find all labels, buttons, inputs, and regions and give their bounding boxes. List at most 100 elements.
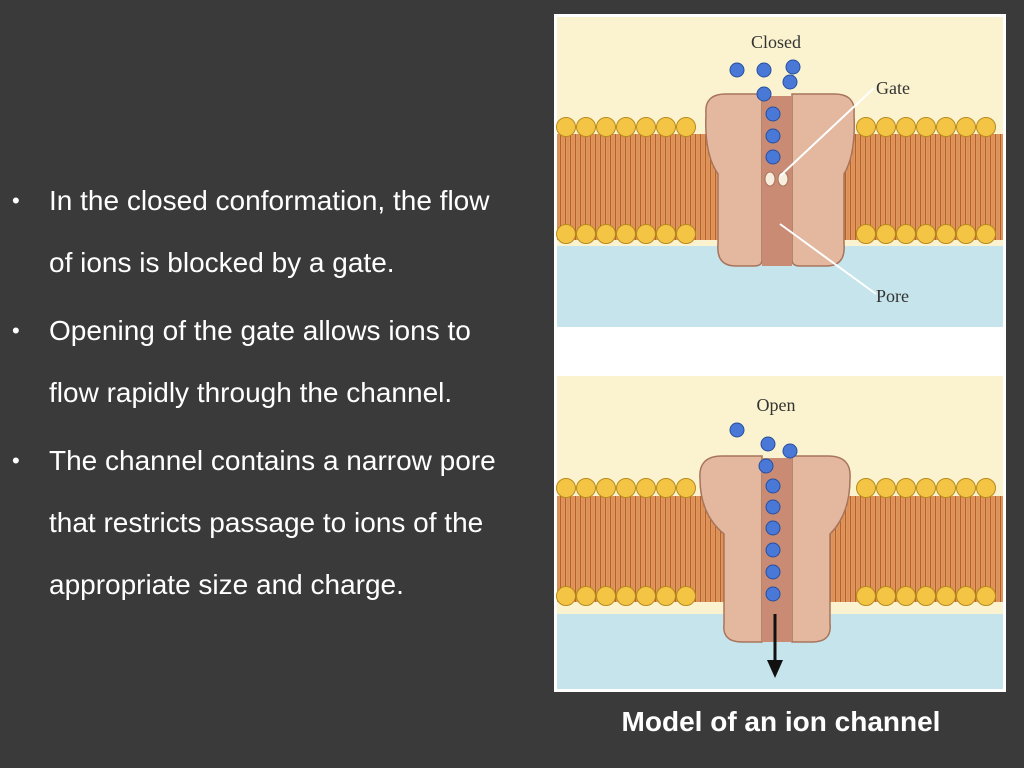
lipid-head — [636, 586, 656, 606]
lipid-head — [956, 117, 976, 137]
lipid-head — [556, 478, 576, 498]
lipid-head — [856, 478, 876, 498]
lipid-head — [976, 478, 996, 498]
open-title: Open — [757, 395, 796, 415]
lipid-head — [616, 117, 636, 137]
ion — [760, 436, 776, 452]
lipid-head — [876, 586, 896, 606]
lipid-head — [916, 117, 936, 137]
lipid-head — [876, 478, 896, 498]
lipid-head — [856, 224, 876, 244]
closed-channel-right — [791, 93, 856, 267]
lipid-head — [616, 586, 636, 606]
lipid-head — [576, 478, 596, 498]
lipid-head — [936, 224, 956, 244]
lipid-head — [896, 586, 916, 606]
lipid-head — [916, 586, 936, 606]
open-panel: Open — [556, 376, 1003, 689]
lipid-head — [636, 224, 656, 244]
bullet-dot-icon: • — [12, 188, 20, 213]
open-channel-right — [791, 455, 851, 643]
bullet-text: In the closed conformation, the flow of … — [49, 185, 490, 278]
lipid-head — [676, 117, 696, 137]
lipid-head — [636, 117, 656, 137]
ion — [785, 59, 801, 75]
lipid-head — [956, 478, 976, 498]
lipid-head — [576, 586, 596, 606]
bullet-item-pore: • The channel contains a narrow pore tha… — [8, 430, 508, 616]
lipid-head — [656, 586, 676, 606]
closed-panel: Closed Gate Pore — [556, 17, 1003, 327]
lipid-head — [676, 224, 696, 244]
ion — [765, 478, 781, 494]
lipid-head — [896, 478, 916, 498]
lipid-head — [596, 586, 616, 606]
flow-arrow-icon — [767, 660, 783, 678]
ion — [765, 542, 781, 558]
ion — [765, 586, 781, 602]
lipid-head — [896, 117, 916, 137]
gate-leader-line — [779, 87, 875, 177]
ion — [765, 520, 781, 536]
lipid-head — [676, 586, 696, 606]
lipid-head — [976, 586, 996, 606]
lipid-head — [556, 117, 576, 137]
ion — [729, 422, 745, 438]
closed-lipid-heads — [556, 117, 996, 244]
lipid-head — [676, 478, 696, 498]
bullet-dot-icon: • — [12, 318, 20, 343]
lipid-head — [616, 224, 636, 244]
ion-channel-diagram: Closed Gate Pore — [554, 17, 1006, 689]
closed-gate-left — [764, 171, 776, 187]
open-channel-left — [699, 455, 763, 643]
ion — [729, 62, 745, 78]
open-lipid-heads — [556, 478, 996, 606]
lipid-head — [576, 117, 596, 137]
lipid-head — [956, 224, 976, 244]
ion-channel-figure: Closed Gate Pore — [554, 14, 1006, 692]
pore-label: Pore — [876, 286, 909, 306]
lipid-head — [936, 117, 956, 137]
lipid-head — [556, 586, 576, 606]
lipid-head — [656, 478, 676, 498]
lipid-head — [556, 224, 576, 244]
lipid-head — [576, 224, 596, 244]
lipid-head — [976, 224, 996, 244]
lipid-head — [616, 478, 636, 498]
ion — [782, 443, 798, 459]
lipid-head — [936, 478, 956, 498]
ion — [765, 564, 781, 580]
ion — [765, 106, 781, 122]
lipid-head — [596, 478, 616, 498]
lipid-head — [856, 117, 876, 137]
bullet-item-closed: • In the closed conformation, the flow o… — [8, 170, 508, 294]
ion — [765, 499, 781, 515]
ion — [756, 62, 772, 78]
pore-leader-line — [779, 223, 877, 295]
ion — [765, 128, 781, 144]
figure-caption: Model of an ion channel — [621, 706, 941, 737]
gate-label: Gate — [876, 78, 910, 98]
panel-separator — [554, 327, 1006, 376]
bullet-text: The channel contains a narrow pore that … — [49, 445, 496, 600]
lipid-head — [936, 586, 956, 606]
closed-title: Closed — [751, 32, 801, 52]
closed-channel-left — [705, 93, 763, 267]
lipid-head — [876, 224, 896, 244]
lipid-head — [976, 117, 996, 137]
lipid-head — [956, 586, 976, 606]
ion — [756, 86, 772, 102]
lipid-head — [596, 117, 616, 137]
lipid-head — [916, 224, 936, 244]
lipid-head — [856, 586, 876, 606]
bullet-item-opening: • Opening of the gate allows ions to flo… — [8, 300, 508, 424]
bullet-dot-icon: • — [12, 448, 20, 473]
lipid-head — [656, 117, 676, 137]
bullet-text: Opening of the gate allows ions to flow … — [49, 315, 471, 408]
lipid-head — [636, 478, 656, 498]
bullet-list: • In the closed conformation, the flow o… — [8, 170, 508, 622]
lipid-head — [656, 224, 676, 244]
lipid-head — [876, 117, 896, 137]
lipid-head — [916, 478, 936, 498]
ion — [758, 458, 774, 474]
